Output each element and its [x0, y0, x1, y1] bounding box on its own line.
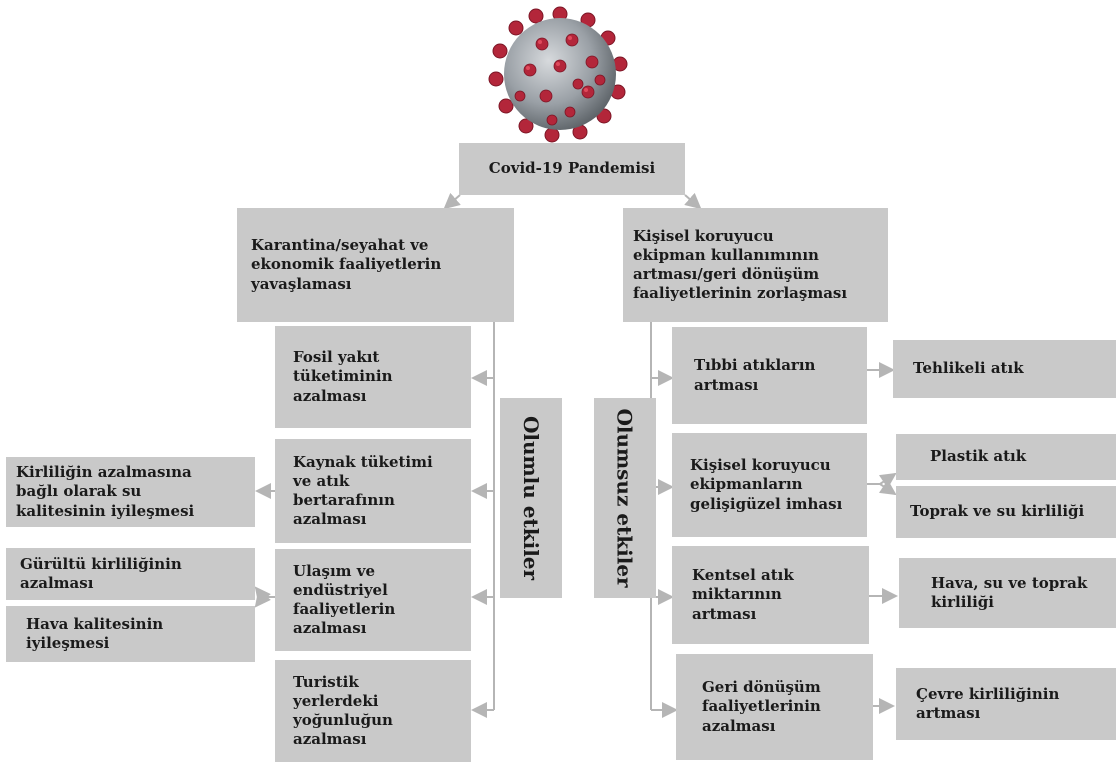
ritem2-to-outcome-b-arrow [878, 479, 897, 496]
right-outcome-environment: Çevre kirliliğinin artması [896, 668, 1116, 740]
right-branch-header: Kişisel koruyucu ekipman kullanımının ar… [623, 208, 888, 322]
right-outcome-air-water-soil: Hava, su ve toprak kirliliği [899, 558, 1116, 628]
left-outcome-water: Kirliliğin azalmasına bağlı olarak su ka… [6, 457, 255, 527]
item3-to-outcome-a-arrow [254, 586, 271, 604]
root-label: Covid-19 Pandemisi [488, 159, 656, 178]
left-branch-header: Karantina/seyahat ve ekonomik faaliyetle… [237, 208, 514, 322]
right-branch-header-text: Kişisel koruyucu ekipman kullanımının ar… [633, 226, 848, 303]
root-to-right-arrow [684, 192, 702, 210]
positive-effects-label: Olumlu etkiler [500, 398, 562, 598]
item3-to-outcome-b-arrow [254, 590, 271, 608]
coronavirus-icon [488, 6, 628, 143]
right-item-3: Kentsel atık miktarının artması [672, 546, 869, 644]
right-outcome-soil-water: Toprak ve su kirliliği [896, 486, 1116, 538]
left-outcome-air: Hava kalitesinin iyileşmesi [6, 606, 255, 662]
left-branch-header-text: Karantina/seyahat ve ekonomik faaliyetle… [251, 236, 442, 293]
left-item-2: Kaynak tüketimi ve atık bertarafının aza… [275, 439, 471, 543]
left-item-1: Fosil yakıt tüketiminin azalması [275, 326, 471, 428]
root-box: Covid-19 Pandemisi [459, 143, 685, 195]
negative-effects-label: Olumsuz etkiler [594, 398, 656, 598]
right-item-2: Kişisel koruyucu ekipmanların gelişigüze… [672, 433, 867, 537]
left-outcome-noise: Gürültü kirliliğinin azalması [6, 548, 255, 600]
right-outcome-plastic: Plastik atık [896, 434, 1116, 480]
left-item-3: Ulaşım ve endüstriyel faaliyetlerin azal… [275, 549, 471, 651]
ritem2-to-outcome-a-arrow [878, 472, 897, 489]
root-to-left-arrow [443, 192, 461, 210]
right-item-4: Geri dönüşüm faaliyetlerinin azalması [676, 654, 873, 760]
right-item-1: Tıbbi atıkların artması [672, 327, 867, 424]
left-item-4: Turistik yerlerdeki yoğunluğun azalması [275, 660, 471, 762]
right-outcome-hazardous: Tehlikeli atık [893, 340, 1116, 398]
